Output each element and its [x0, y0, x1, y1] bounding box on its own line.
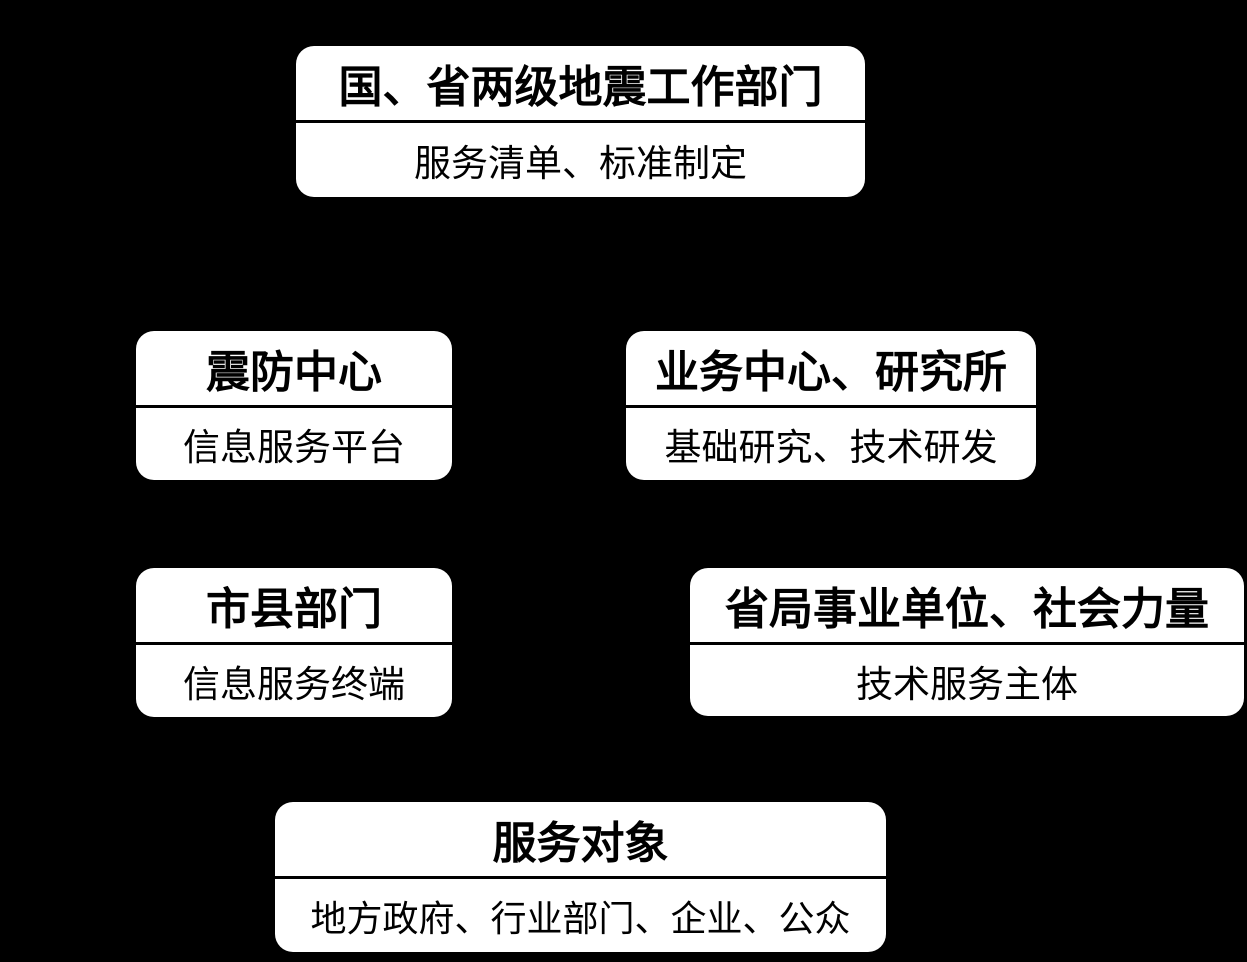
node-title: 震防中心: [206, 347, 382, 398]
node-city-county-departments: 市县部门 信息服务终端: [136, 568, 452, 717]
node-title: 市县部门: [206, 584, 382, 635]
node-divider: [136, 405, 452, 408]
node-title: 国、省两级地震工作部门: [338, 62, 823, 113]
node-title: 业务中心、研究所: [655, 347, 1007, 398]
node-title: 服务对象: [492, 818, 669, 869]
node-divider: [296, 120, 865, 123]
node-provincial-units-social-forces: 省局事业单位、社会力量 技术服务主体: [690, 568, 1244, 716]
node-subtitle: 服务清单、标准制定: [414, 142, 747, 185]
node-divider: [275, 876, 886, 879]
node-earthquake-prevention-center: 震防中心 信息服务平台: [136, 331, 452, 480]
node-divider: [690, 642, 1244, 645]
node-business-center-institute: 业务中心、研究所 基础研究、技术研发: [626, 331, 1036, 480]
node-subtitle: 信息服务平台: [183, 426, 405, 469]
node-subtitle: 基础研究、技术研发: [664, 426, 998, 469]
node-divider: [136, 642, 452, 645]
node-subtitle: 技术服务主体: [856, 662, 1078, 706]
node-subtitle: 信息服务终端: [183, 663, 405, 706]
node-subtitle: 地方政府、行业部门、企业、公众: [310, 898, 851, 940]
node-national-provincial-departments: 国、省两级地震工作部门 服务清单、标准制定: [296, 46, 865, 197]
node-service-objects: 服务对象 地方政府、行业部门、企业、公众: [275, 802, 886, 952]
node-divider: [626, 405, 1036, 408]
node-title: 省局事业单位、社会力量: [725, 584, 1209, 635]
